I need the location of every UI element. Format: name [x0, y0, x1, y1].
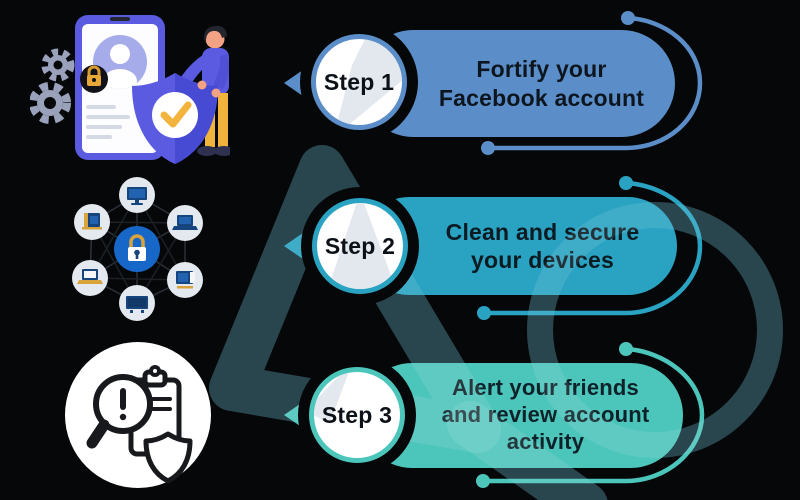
connector-dot	[476, 474, 490, 488]
step-1-title-line: Fortify your	[476, 56, 607, 83]
step-1-bar: Fortify your Facebook account	[360, 30, 675, 137]
shield-check-icon	[132, 73, 218, 164]
step-2-title-line: Clean and secure	[445, 218, 640, 245]
step-3-bar: Alert your friends and review account ac…	[360, 363, 683, 468]
laptop-icon	[72, 260, 108, 296]
gear-icon	[30, 82, 71, 124]
padlock-badge-icon	[80, 65, 108, 93]
shield-outline-icon	[143, 431, 193, 484]
step-3-label: Step 3	[321, 401, 393, 428]
connector-dot	[477, 306, 491, 320]
connector-dot	[619, 176, 633, 190]
step-1-arrow	[284, 61, 316, 105]
tv-icon	[119, 285, 155, 321]
notebook-icon	[74, 204, 110, 240]
step-3-title-line: and review account	[441, 402, 650, 428]
step-2-badge: Step 2	[312, 198, 408, 294]
step-1-badge: Step 1	[311, 34, 407, 130]
step-1-label: Step 1	[323, 68, 395, 95]
hand	[211, 88, 221, 98]
step-1-connector-arc	[481, 11, 703, 155]
magnifier-alert-icon	[86, 374, 153, 449]
gear-icon	[41, 48, 75, 82]
monitor-icon	[167, 262, 203, 298]
connector-dot	[621, 11, 635, 25]
connector-dot	[481, 141, 495, 155]
secured-devices-network-illustration	[72, 177, 203, 321]
review-activity-illustration	[65, 342, 211, 488]
padlock-hub-icon	[114, 226, 160, 272]
step-2-bar: Clean and secure your devices	[360, 197, 677, 295]
step-2-arrow	[284, 224, 316, 268]
step-1-title-line: Facebook account	[438, 84, 645, 111]
laptop-icon	[167, 205, 203, 241]
account-security-illustration	[30, 15, 230, 164]
step-2-title-line: your devices	[470, 247, 615, 273]
step-3-title-line: Alert your friends	[452, 375, 639, 401]
step-2-label: Step 2	[324, 232, 396, 259]
step-2-connector-arc	[477, 176, 703, 320]
connector-dot	[619, 342, 633, 356]
step-3-badge: Step 3	[309, 367, 405, 463]
step-3-title-line: activity	[506, 428, 585, 454]
monitor-icon	[119, 177, 155, 213]
step-3-connector-arc	[476, 342, 705, 488]
hand	[197, 80, 207, 90]
